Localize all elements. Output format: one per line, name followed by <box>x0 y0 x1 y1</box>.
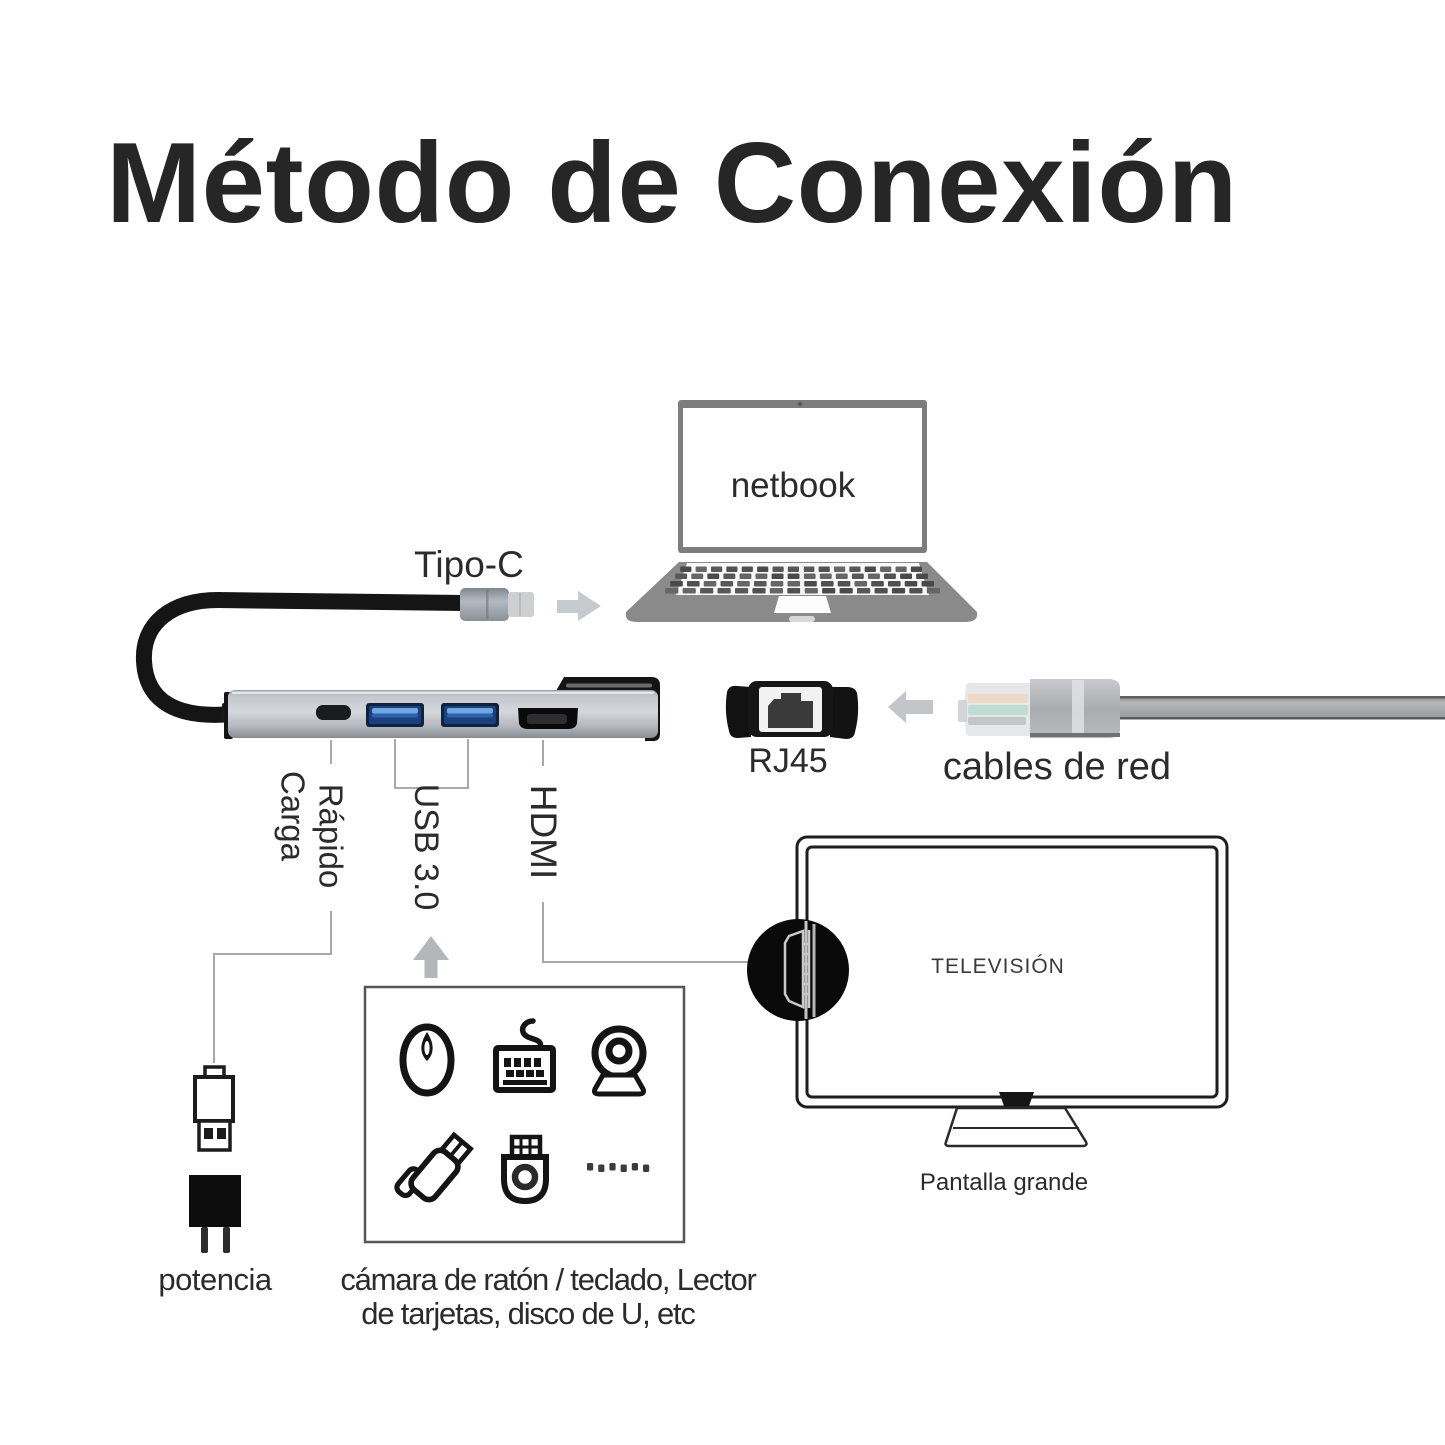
svg-text:RJ45: RJ45 <box>748 742 827 780</box>
svg-text:de tarjetas, disco de U, etc: de tarjetas, disco de U, etc <box>361 1296 695 1331</box>
svg-text:Tipo-C: Tipo-C <box>414 544 524 585</box>
svg-text:cables de red: cables de red <box>943 746 1171 788</box>
svg-text:USB 3.0: USB 3.0 <box>407 784 445 911</box>
svg-text:Pantalla grande: Pantalla grande <box>920 1169 1088 1196</box>
svg-text:Rápido: Rápido <box>312 784 349 889</box>
svg-text:HDMI: HDMI <box>523 785 564 880</box>
svg-text:netbook: netbook <box>731 466 856 505</box>
svg-text:Método de Conexión: Método de Conexión <box>106 120 1238 247</box>
svg-text:Carga: Carga <box>274 771 311 862</box>
svg-text:potencia: potencia <box>158 1262 272 1297</box>
svg-text:TELEVISIÓN: TELEVISIÓN <box>931 955 1065 978</box>
svg-text:cámara de ratón / teclado, Lec: cámara de ratón / teclado, Lector <box>340 1262 756 1297</box>
